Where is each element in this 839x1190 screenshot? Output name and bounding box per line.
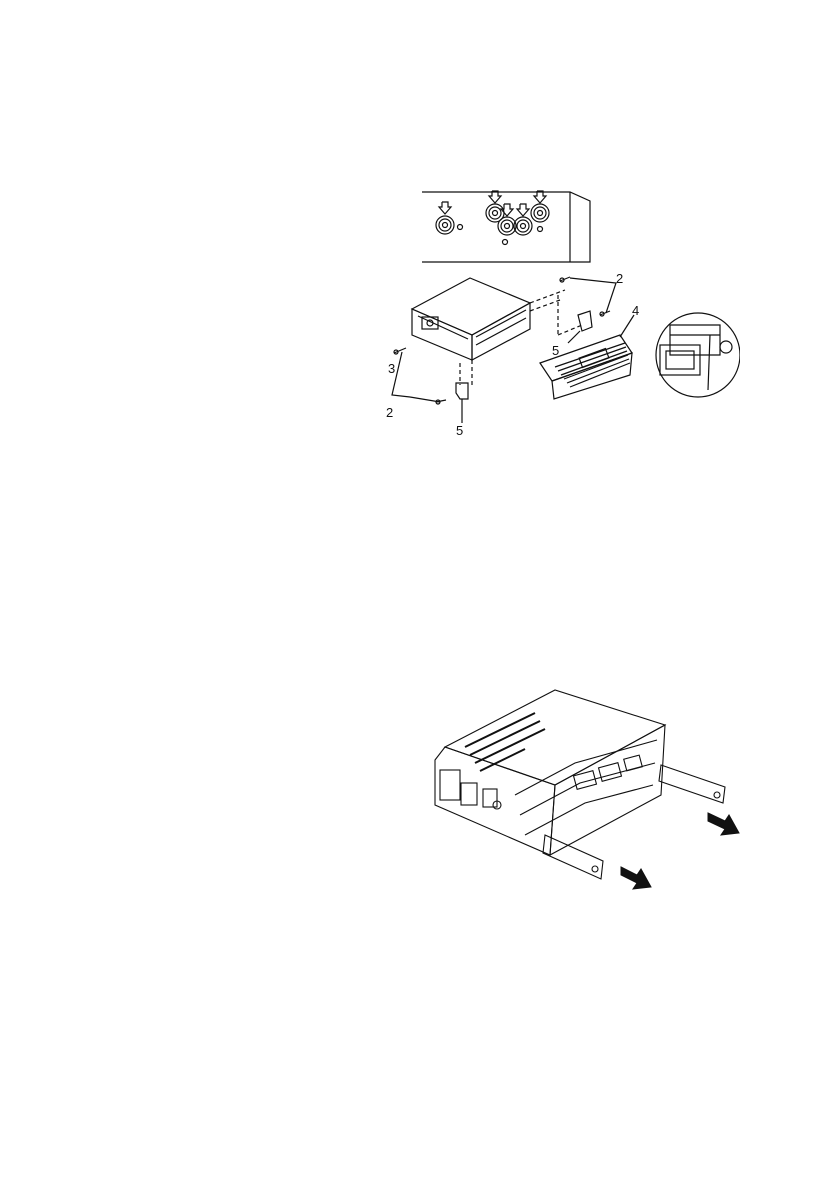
head-unit-chassis-icon	[435, 690, 665, 855]
removal-key-icon	[656, 313, 740, 397]
rca-jack-icon	[514, 217, 532, 235]
head-unit-box	[412, 278, 530, 360]
removal-key-icon	[543, 835, 603, 879]
bracket-icon	[568, 311, 592, 343]
callout-4: 4	[632, 303, 639, 318]
pull-arrow-icon	[621, 867, 651, 889]
removal-diagram	[425, 685, 755, 900]
down-arrow-icon	[489, 191, 501, 203]
callout-5-bottom: 5	[456, 423, 463, 435]
screw-icon	[600, 311, 610, 316]
removal-figure	[425, 685, 755, 900]
installation-exploded-figure: 2 2 3 4 5 5	[380, 185, 740, 435]
screw-icon	[560, 277, 570, 282]
bracket-icon	[456, 383, 468, 423]
callout-3: 3	[388, 361, 395, 376]
screw-icon	[394, 348, 406, 354]
screw-icon	[436, 400, 446, 404]
rca-jack-icon	[498, 217, 516, 245]
callout-2-top: 2	[616, 271, 623, 286]
down-arrow-icon	[517, 204, 529, 216]
callout-5-right: 5	[552, 343, 559, 358]
callout-2-bottom: 2	[386, 405, 393, 420]
removal-key-icon	[659, 765, 725, 803]
rca-jack-icon	[531, 204, 549, 232]
down-arrow-icon	[439, 202, 451, 214]
pull-arrow-icon	[708, 813, 739, 835]
down-arrow-icon	[501, 204, 513, 216]
installation-diagram: 2 2 3 4 5 5	[380, 185, 740, 435]
rca-jack-icon	[436, 216, 463, 234]
down-arrow-icon	[534, 191, 546, 203]
